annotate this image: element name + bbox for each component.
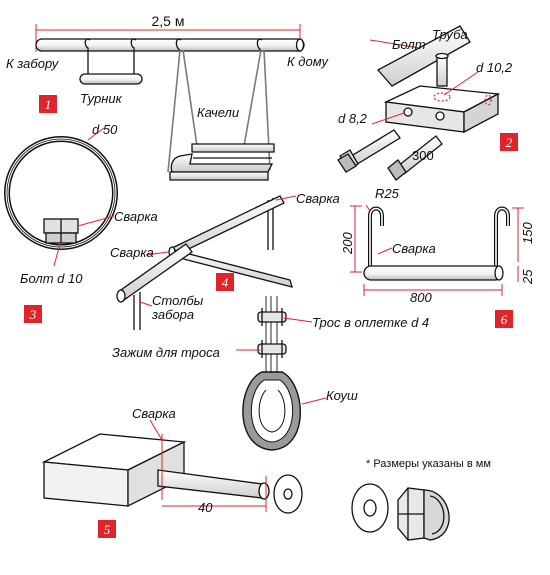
note-label: * Размеры указаны в мм	[366, 458, 491, 470]
badge-3	[24, 305, 42, 323]
d82-label: d 8,2	[338, 111, 368, 126]
ring-inner	[6, 138, 116, 248]
washer-large	[351, 483, 389, 533]
post-left	[133, 292, 141, 330]
swing-hook-right	[256, 38, 263, 51]
block-side	[463, 92, 499, 134]
weld4b-leader	[145, 251, 169, 256]
top-bar-end	[295, 38, 305, 52]
badge-3-number: 3	[29, 307, 37, 322]
to-house-label: К дому	[287, 54, 329, 69]
dim800-label: 800	[410, 290, 432, 305]
front-hole-1	[403, 107, 413, 117]
clamp-top	[257, 308, 287, 326]
side-hole	[484, 94, 492, 106]
thimble-leader	[301, 397, 327, 405]
clamp-bottom	[257, 340, 287, 358]
badge-2	[500, 133, 518, 151]
beam-front	[43, 461, 129, 507]
weld4b-label: Сварка	[110, 245, 154, 260]
cable-label: Трос в оплетке d 4	[312, 315, 429, 330]
posts-label-line1: Столбы	[152, 293, 204, 308]
vertical-bolt	[436, 55, 448, 87]
section-5-beam-weld: 40 Сварка 5	[41, 406, 303, 538]
span-label: 2,5 м	[152, 13, 185, 29]
weld4a-leader	[275, 195, 297, 201]
section-4-fence-posts: Сварка Сварка Столбы забора 4	[110, 191, 340, 330]
swing-label: Качели	[197, 105, 239, 120]
hook-left	[368, 206, 384, 268]
section-6-bar-detail: R25 Сварка 200 150 25 800 6	[340, 186, 535, 328]
bar-hook-left	[84, 38, 91, 74]
dim150-label: 150	[520, 222, 535, 244]
d82-leader	[371, 112, 405, 125]
section-3-ring: d 50 Сварка Болт d 10 3	[4, 122, 158, 323]
badge-5-number: 5	[104, 522, 111, 537]
cable-assembly: Трос в оплетке d 4 Зажим для троса Коуш	[112, 296, 429, 451]
bolt-long-1	[337, 129, 401, 173]
pull-up-bar-label: Турник	[80, 91, 123, 106]
swing-hook-left	[175, 38, 182, 51]
swing-seat	[169, 143, 275, 181]
weld4a-label: Сварка	[296, 191, 340, 206]
section-1-overview: 2,5 м К забору К дому Турник Качели 1	[6, 13, 329, 181]
pull-up-bar	[79, 73, 143, 85]
weld3-label: Сварка	[114, 209, 158, 224]
badge-5	[98, 520, 116, 538]
bolt10-leader	[53, 243, 61, 267]
ring-bolt	[43, 218, 79, 244]
badge-6	[495, 310, 513, 328]
len300-label: 300	[412, 148, 434, 163]
to-fence-label: К забору	[6, 56, 60, 71]
d102-label: d 10,2	[476, 60, 513, 75]
badge-2-number: 2	[506, 135, 513, 150]
bar-rod	[363, 265, 503, 281]
d102-leader	[443, 71, 479, 96]
section-2-mount-block: Болт Труба d 10,2 d 8,2 300 2	[337, 25, 518, 181]
cap-nut	[397, 487, 450, 541]
top-hole	[433, 92, 451, 102]
bolt10-label: Болт d 10	[20, 271, 83, 286]
cable-leader	[283, 317, 313, 323]
cable	[265, 296, 278, 372]
weld5-leader	[149, 419, 163, 441]
bolt-top-label: Болт	[392, 37, 426, 52]
pipe-leader	[369, 39, 421, 49]
pipe-label: Труба	[432, 27, 468, 42]
dim200-label: 200	[340, 232, 355, 255]
dim40-label: 40	[198, 500, 213, 515]
badge-6-number: 6	[501, 312, 508, 327]
dim25-label: 25	[520, 269, 535, 285]
bolt-long-2	[387, 135, 443, 181]
d50-label: d 50	[92, 122, 118, 137]
posts-leader	[139, 301, 153, 307]
welded-rod	[157, 469, 263, 499]
weld6-label: Сварка	[392, 241, 436, 256]
r25-label: R25	[375, 186, 400, 201]
hardware: * Размеры указаны в мм	[351, 458, 491, 541]
badge-1	[39, 95, 57, 113]
d50-leader	[87, 127, 105, 141]
hook-right	[494, 206, 510, 268]
thimble	[242, 371, 301, 451]
top-bar	[35, 38, 305, 52]
badge-4-number: 4	[222, 275, 229, 290]
pipe	[376, 25, 471, 87]
bar-hook-right	[130, 38, 137, 74]
posts-label-line2: забора	[151, 307, 194, 322]
weld5-label: Сварка	[132, 406, 176, 421]
thimble-label: Коуш	[326, 388, 358, 403]
clamp-label: Зажим для троса	[112, 345, 220, 360]
front-hole-2	[435, 111, 445, 121]
weld3-leader	[77, 215, 115, 227]
weld6-leader	[377, 247, 393, 255]
washer-small	[273, 474, 303, 514]
badge-4	[216, 273, 234, 291]
badge-1-number: 1	[45, 97, 52, 112]
